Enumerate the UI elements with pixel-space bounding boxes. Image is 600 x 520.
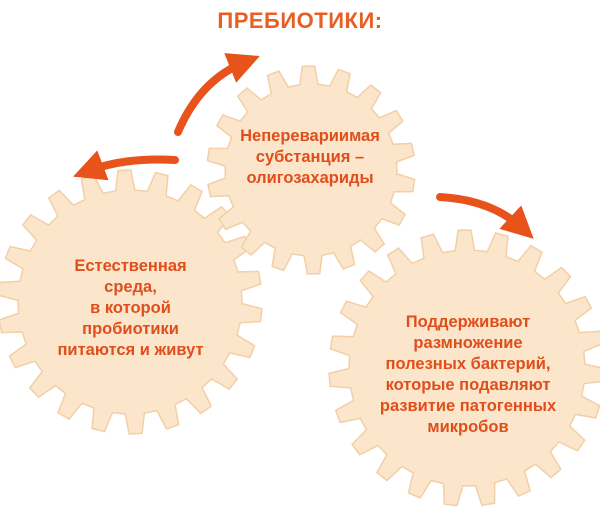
page-title: ПРЕБИОТИКИ: <box>217 8 383 33</box>
arrow-top-to-right <box>436 193 534 239</box>
gear-right-line: размножение <box>413 334 523 352</box>
gear-top-line: Неперевариимая <box>240 127 380 145</box>
gear-right-label: Поддерживают размножение полезных бактер… <box>348 312 588 438</box>
gear-top-line: олигозахариды <box>246 169 374 187</box>
gear-left-line: Естественная <box>74 257 187 275</box>
gear-top-shape <box>206 65 416 275</box>
gear-left-label: Естественная среда, в которой пробиотики… <box>38 256 223 361</box>
gear-right-outline <box>328 229 600 507</box>
arrow-top-to-left <box>73 150 179 181</box>
arrow-left-to-top <box>174 53 260 136</box>
gear-top-label: Неперевариимая субстанция – олигозахарид… <box>230 126 390 189</box>
gear-top-outline <box>206 65 416 275</box>
gear-top-line: субстанция – <box>255 148 365 166</box>
gear-left-line: питаются и живут <box>57 341 204 359</box>
gear-right-line: Поддерживают <box>405 313 531 331</box>
gear-left-shape <box>0 169 263 435</box>
gear-left-outline <box>0 169 263 435</box>
gear-left-line: среда, <box>104 278 157 296</box>
gear-right-shape <box>328 229 600 507</box>
gear-left-line: в которой <box>90 299 171 317</box>
gear-right-line: микробов <box>427 418 509 436</box>
gear-right-line: развитие патогенных <box>379 397 557 415</box>
gear-right-line: которые подавляют <box>385 376 551 394</box>
gear-left-line: пробиотики <box>82 320 179 338</box>
gear-right-line: полезных бактерий, <box>385 355 551 373</box>
